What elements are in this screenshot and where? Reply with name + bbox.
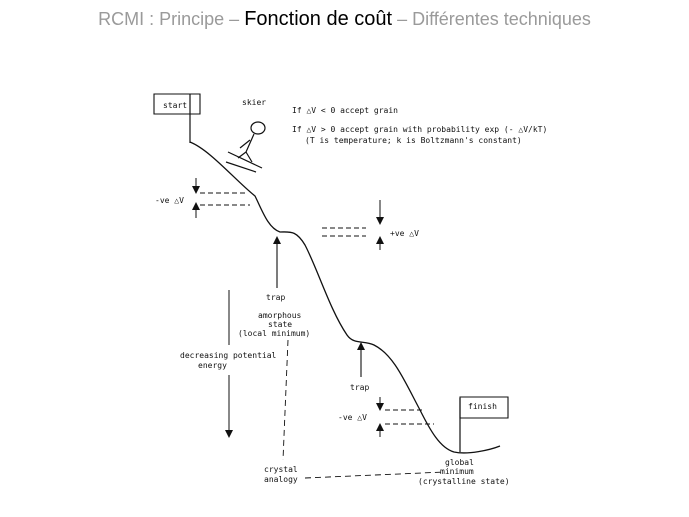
title-prefix: RCMI : Principe – <box>98 9 245 29</box>
start-flag-label: start <box>163 101 187 110</box>
crystal-dashed-leader <box>304 471 446 479</box>
amorphous-label-line1: amorphous <box>258 311 302 320</box>
pos-dv-label: +ve △V <box>390 229 419 238</box>
trap-upper-label: trap <box>266 293 285 302</box>
title-suffix: – Différentes techniques <box>392 9 591 29</box>
decreasing-energy-label-line1: decreasing potential <box>180 351 277 360</box>
amorphous-label-line3: (local minimum) <box>238 329 310 338</box>
crystal-label-line1: crystal <box>264 465 298 474</box>
global-label-line2: minimum <box>440 467 474 476</box>
global-label-line3: (crystalline state) <box>418 477 510 486</box>
trap-lower-label: trap <box>350 383 369 392</box>
neg-dv-bottom-label: -ve △V <box>338 413 367 422</box>
finish-flag-icon <box>459 396 509 452</box>
slide-title: RCMI : Principe – Fonction de coût – Dif… <box>0 8 689 31</box>
skier-figure-icon <box>225 121 266 173</box>
finish-flag-label: finish <box>468 402 497 411</box>
decreasing-energy-label-line2: energy <box>198 361 227 370</box>
start-flag-icon <box>153 93 201 143</box>
skier-label: skier <box>242 98 266 107</box>
amorphous-dashed-leader <box>282 339 289 461</box>
neg-dv-top-label: -ve △V <box>155 196 184 205</box>
crystal-label-line2: analogy <box>264 475 298 484</box>
rule-note: (T is temperature; k is Boltzmann's cons… <box>305 136 522 145</box>
energy-landscape-curve <box>189 141 501 454</box>
global-label-line1: global <box>445 458 474 467</box>
rule-positive: If △V > 0 accept grain with probability … <box>292 125 547 134</box>
amorphous-label-line2: state <box>268 320 292 329</box>
title-highlight: Fonction de coût <box>244 8 393 30</box>
rule-negative: If △V < 0 accept grain <box>292 106 398 115</box>
